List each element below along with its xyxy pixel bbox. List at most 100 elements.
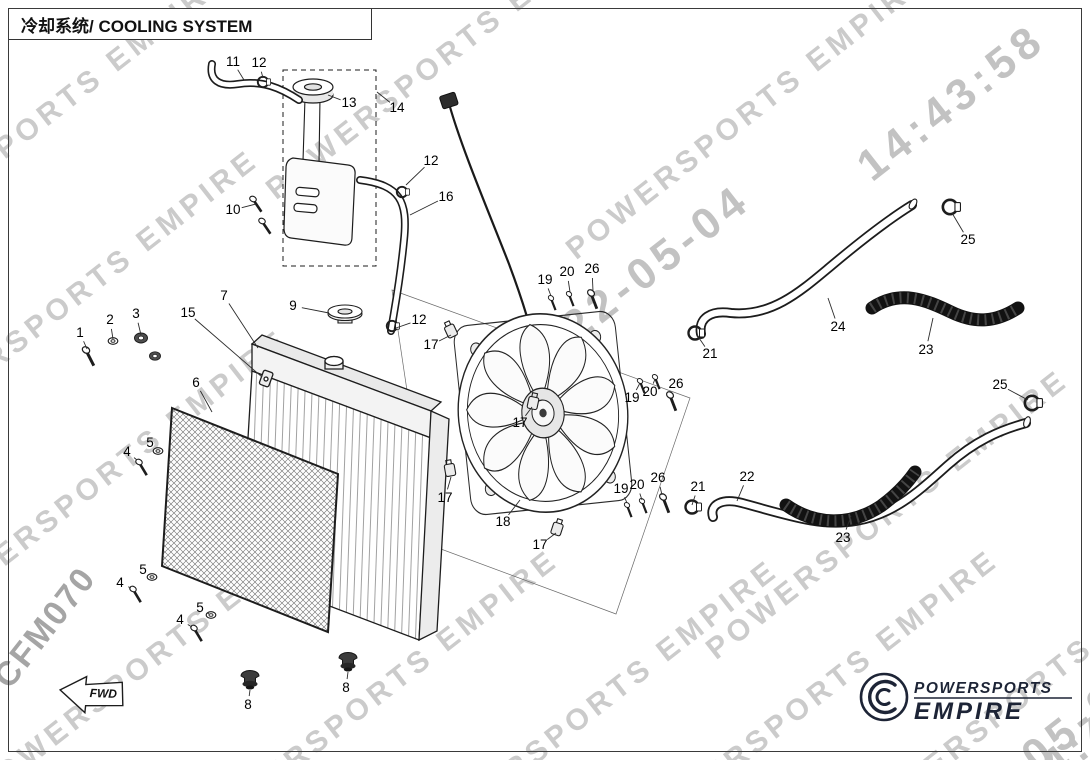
leader-line [207,612,210,615]
part-number-17: 17 [512,415,527,430]
leader-line [241,203,257,209]
radiator-screen [160,406,340,634]
part-number-15: 15 [180,305,195,320]
rubber-mount-icon [338,652,358,672]
brand-logo: POWERSPORTS EMPIRE [859,672,1072,725]
leader-line [635,382,641,391]
bolt-icon [76,343,102,368]
leader-line [951,212,964,233]
leader-line [237,69,245,81]
leader-line [567,280,571,293]
part-number-20: 20 [629,477,644,492]
part-number-20: 20 [559,264,574,279]
lower-formed-hose [779,465,922,528]
part-number-21: 21 [690,479,705,494]
part-number-25: 25 [992,377,1007,392]
part-number-4: 4 [123,444,131,459]
part-number-5: 5 [139,562,147,577]
part-number-9: 9 [289,298,297,313]
part-number-12: 12 [251,55,266,70]
hose-clamp-icon [684,499,703,515]
retainer-clip-icon [549,517,566,537]
upper-formed-hose [865,291,1025,327]
leader-line [927,317,934,342]
leader-line [376,91,391,103]
bolt-icon [130,456,153,477]
leader-line [327,94,341,101]
part-number-26: 26 [584,261,599,276]
leader-line [736,485,744,502]
leader-line [670,391,673,394]
hose-clamp-icon [941,198,962,216]
screw-icon [561,289,581,308]
leader-line [110,328,114,340]
part-number-10: 10 [225,202,240,217]
leader-line [248,689,251,697]
leader-line [508,499,521,516]
leader-line [128,586,132,589]
coolant-reservoir [282,69,377,267]
screw-icon [543,293,563,312]
bolt-icon [653,491,678,515]
leader-line [83,341,88,350]
logo-powersports: POWERSPORTS [914,680,1053,697]
part-number-19: 19 [624,390,639,405]
part-number-21: 21 [702,346,717,361]
leader-line [395,322,411,329]
part-number-23: 23 [918,342,933,357]
part-number-5: 5 [196,600,204,615]
rubber-mount-icon [240,670,260,690]
fan-connector-icon [439,91,459,110]
leader-line [525,406,533,417]
bolt-icon [185,622,208,643]
part-number-22: 22 [739,469,754,484]
leader-line [1007,388,1029,401]
leader-line [194,318,263,378]
cooling-fan [439,91,633,537]
washer-icon [152,447,164,455]
washer-icon [146,573,158,581]
leader-line [346,671,349,680]
leader-line [409,200,439,216]
part-number-25: 25 [960,232,975,247]
part-number-24: 24 [830,319,846,334]
part-number-23: 23 [835,530,850,545]
reservoir-detail-box [282,69,377,267]
leader-line [228,303,259,349]
leader-line [652,378,656,384]
leader-line [187,624,193,628]
leader-line [845,515,852,530]
leader-line [133,457,138,461]
radiator-cap [327,304,363,324]
part-number-19: 19 [537,272,552,287]
part-number-18: 18 [495,514,510,529]
part-number-4: 4 [176,612,184,627]
part-number-8: 8 [342,680,350,695]
part-number-3: 3 [132,306,140,321]
leader-line [199,390,213,413]
leader-line [639,493,643,501]
fwd-label: FWD [89,686,117,701]
bolt-icon [245,193,268,214]
part-number-11: 11 [226,54,240,69]
leader-line [301,307,330,314]
logo-emblem-icon [859,672,909,722]
part-number-1: 1 [76,325,84,340]
part-number-13: 13 [341,95,356,110]
hose-clamp-icon [1023,394,1044,412]
fwd-arrow: FWD [58,675,124,715]
bolt-icon [660,389,685,413]
part-number-12: 12 [423,153,438,168]
part-number-8: 8 [244,697,252,712]
leader-line [546,532,557,540]
part-number-17: 17 [532,537,547,552]
part-number-19: 19 [613,481,628,496]
leader-line [547,288,552,297]
part-number-20: 20 [642,384,657,399]
overflow-hose [356,176,411,335]
upper-radiator-hose [687,198,962,341]
bolt-icon [581,287,606,311]
leader-line [827,297,836,319]
